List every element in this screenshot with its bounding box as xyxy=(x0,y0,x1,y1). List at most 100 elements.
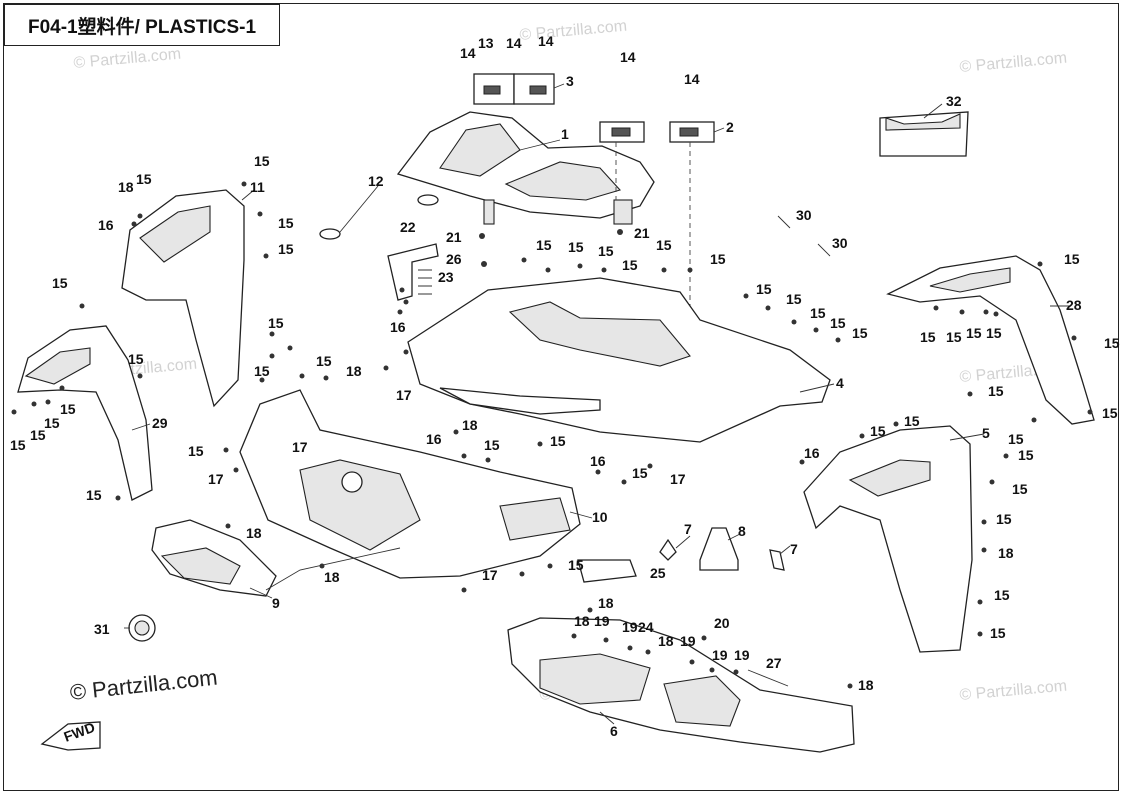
callout-15: 15 xyxy=(254,363,270,379)
callout-15: 15 xyxy=(44,415,60,431)
callout-7: 7 xyxy=(790,541,798,557)
callout-15: 15 xyxy=(60,401,76,417)
callout-19: 19 xyxy=(734,647,750,663)
watermark: © Partzilla.com xyxy=(73,46,182,72)
callout-15: 15 xyxy=(536,237,552,253)
callout-15: 15 xyxy=(622,257,638,273)
callout-11: 11 xyxy=(250,179,265,195)
callout-32: 32 xyxy=(946,93,962,109)
callout-25: 25 xyxy=(650,565,666,581)
callout-15: 15 xyxy=(1064,251,1080,267)
callout-13: 13 xyxy=(478,35,494,51)
part-2-bracket xyxy=(599,121,715,143)
callout-18: 18 xyxy=(574,613,590,629)
callout-15: 15 xyxy=(30,427,46,443)
callout-labels: 1 2 3 4 5 6 7 7 8 9 10 11 12 13 14 14 14… xyxy=(10,33,1120,739)
part-8-boot xyxy=(699,527,739,571)
callout-28: 28 xyxy=(1066,297,1082,313)
part-29-fender-flare xyxy=(17,325,153,501)
callout-15: 15 xyxy=(52,275,68,291)
watermark: © Partzilla.com xyxy=(959,678,1068,704)
callout-15: 15 xyxy=(128,351,144,367)
callout-31: 31 xyxy=(94,621,110,637)
callout-20: 20 xyxy=(714,615,730,631)
callout-26: 26 xyxy=(446,251,462,267)
callout-15: 15 xyxy=(1012,481,1028,497)
callout-15: 15 xyxy=(786,291,802,307)
callout-18: 18 xyxy=(858,677,874,693)
callout-15: 15 xyxy=(278,241,294,257)
callout-15: 15 xyxy=(86,487,102,503)
callout-18: 18 xyxy=(246,525,262,541)
callout-30: 30 xyxy=(832,235,848,251)
part-25-pad xyxy=(577,559,637,583)
page-title: F04-1塑料件/ PLASTICS-1 xyxy=(4,4,280,46)
callout-15: 15 xyxy=(852,325,868,341)
callout-14: 14 xyxy=(506,35,522,51)
part-6-floor-tray xyxy=(507,617,855,753)
leader-lines xyxy=(124,83,1070,725)
part-27-rod xyxy=(747,669,789,687)
callout-17: 17 xyxy=(670,471,686,487)
part-30-pin xyxy=(777,215,831,257)
callout-12: 12 xyxy=(368,173,384,189)
part-5-side-panel xyxy=(803,425,973,653)
callout-15: 15 xyxy=(254,153,270,169)
callout-17: 17 xyxy=(396,387,412,403)
callout-7: 7 xyxy=(684,521,692,537)
callout-27: 27 xyxy=(766,655,782,671)
callout-15: 15 xyxy=(10,437,26,453)
callout-14: 14 xyxy=(620,49,636,65)
callout-24: 24 xyxy=(638,619,654,635)
callout-15: 15 xyxy=(568,557,584,573)
callout-14: 14 xyxy=(460,45,476,61)
callout-2: 2 xyxy=(726,119,734,135)
part-1-hood-cover xyxy=(396,111,655,225)
callout-15: 15 xyxy=(484,437,500,453)
callout-15: 15 xyxy=(904,413,920,429)
part-11-side-panel xyxy=(121,189,245,408)
callout-18: 18 xyxy=(998,545,1014,561)
callout-4: 4 xyxy=(836,375,844,391)
callout-15: 15 xyxy=(568,239,584,255)
callout-15: 15 xyxy=(810,305,826,321)
callout-15: 15 xyxy=(550,433,566,449)
watermark: © Partzilla.com xyxy=(519,18,628,44)
callout-15: 15 xyxy=(990,625,1006,641)
fwd-arrow: FWD xyxy=(40,719,101,751)
callout-10: 10 xyxy=(592,509,608,525)
callout-15: 15 xyxy=(870,423,886,439)
callout-15: 15 xyxy=(268,315,284,331)
callout-15: 15 xyxy=(632,465,648,481)
callout-18: 18 xyxy=(118,179,134,195)
callout-29: 29 xyxy=(152,415,168,431)
callout-17: 17 xyxy=(292,439,308,455)
callout-19: 19 xyxy=(622,619,638,635)
callout-9: 9 xyxy=(272,595,280,611)
callout-14: 14 xyxy=(538,33,554,49)
callout-15: 15 xyxy=(278,215,294,231)
callout-3: 3 xyxy=(566,73,574,89)
callout-15: 15 xyxy=(830,315,846,331)
callout-17: 17 xyxy=(208,471,224,487)
part-28-fender-flare xyxy=(886,255,1095,425)
callout-14: 14 xyxy=(684,71,700,87)
callout-15: 15 xyxy=(988,383,1004,399)
bolt-group xyxy=(11,181,1093,689)
diagram-frame xyxy=(3,3,1119,791)
callout-19: 19 xyxy=(712,647,728,663)
callout-15: 15 xyxy=(756,281,772,297)
callout-18: 18 xyxy=(658,633,674,649)
callout-15: 15 xyxy=(1018,447,1034,463)
callout-15: 15 xyxy=(1104,335,1120,351)
callout-15: 15 xyxy=(710,251,726,267)
part-32-pad xyxy=(879,111,969,157)
callout-18: 18 xyxy=(324,569,340,585)
callout-16: 16 xyxy=(590,453,606,469)
callout-15: 15 xyxy=(656,237,672,253)
callout-15: 15 xyxy=(986,325,1002,341)
callout-15: 15 xyxy=(188,443,204,459)
callout-18: 18 xyxy=(598,595,614,611)
callout-18: 18 xyxy=(462,417,478,433)
